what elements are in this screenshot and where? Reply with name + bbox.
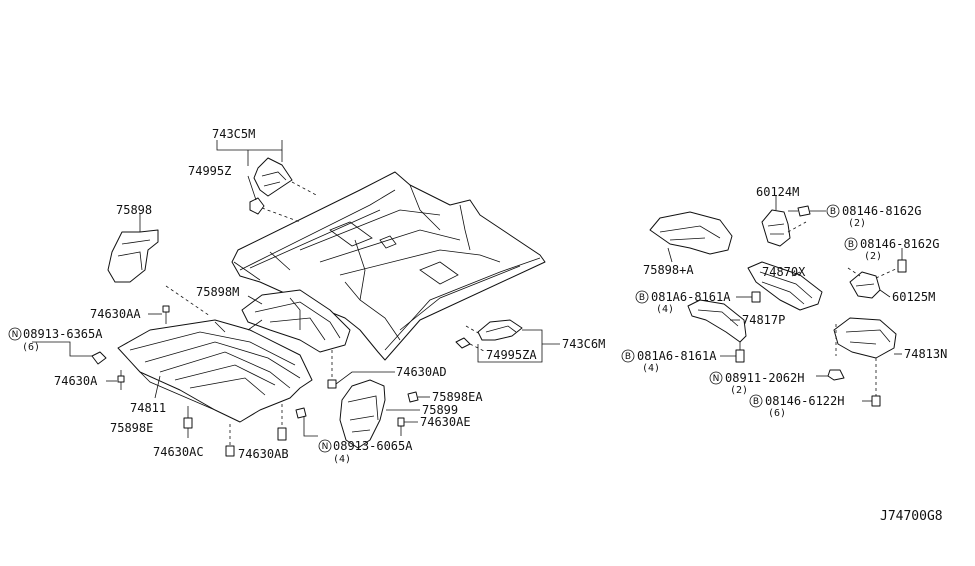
qty-081A6-8161A-1: (4) xyxy=(656,304,674,315)
part-75898A-drawing xyxy=(649,211,733,255)
label-74995ZA: 74995ZA xyxy=(486,348,537,362)
label-75898A: 75898+A xyxy=(643,263,694,277)
svg-text:N: N xyxy=(322,442,329,452)
part-75899-drawing xyxy=(339,379,386,449)
label-74870X: 74870X xyxy=(762,265,806,279)
fastener-081A6-8161A-lower xyxy=(720,342,745,363)
label-60125M: 60125M xyxy=(892,290,935,304)
label-75898EA: 75898EA xyxy=(432,390,483,404)
label-74630A: 74630A xyxy=(54,374,98,388)
part-74811-drawing xyxy=(117,319,313,423)
symbol-B-08146-8162G-1: B xyxy=(826,204,840,218)
label-74811: 74811 xyxy=(130,401,166,415)
qty-081A6-8161A-2: (4) xyxy=(642,363,660,374)
part-74813N-drawing xyxy=(833,317,897,396)
symbol-N-08913-6065A: N xyxy=(318,439,332,453)
label-74813N: 74813N xyxy=(904,347,947,361)
part-60124M-drawing xyxy=(761,196,826,247)
fastener-081A6-8161A-upper xyxy=(736,291,761,303)
label-08146-8162G-1: 08146-8162G xyxy=(842,204,921,218)
label-75899: 75899 xyxy=(422,403,458,417)
part-75898-drawing xyxy=(107,229,159,283)
label-74630AB: 74630AB xyxy=(238,447,289,461)
fastener-08911-2062H xyxy=(816,369,845,381)
label-08913-6065A: 08913-6065A xyxy=(333,439,413,453)
part-74817P-drawing xyxy=(687,299,747,343)
label-743C5M: 743C5M xyxy=(212,127,255,141)
svg-text:B: B xyxy=(753,397,759,407)
label-08146-6122H: 08146-6122H xyxy=(765,394,844,408)
label-75898M: 75898M xyxy=(196,285,239,299)
fastener-75898E xyxy=(183,406,193,438)
symbol-B-08146-6122H: B xyxy=(749,394,763,408)
fastener-08913-6065A xyxy=(295,407,318,437)
fastener-08913-6365A xyxy=(32,341,107,365)
part-743C6M-drawing xyxy=(455,319,523,353)
leader-743C5M xyxy=(216,140,283,201)
part-60125M-drawing xyxy=(847,248,907,299)
qty-08146-6122H: (6) xyxy=(768,408,786,419)
qty-08146-8162G-1: (2) xyxy=(848,218,866,229)
label-74817P: 74817P xyxy=(742,313,785,327)
label-75898E: 75898E xyxy=(110,421,153,435)
fastener-74630AE xyxy=(397,417,418,436)
fastener-75898EA xyxy=(407,391,430,403)
symbol-B-08146-8162G-2: B xyxy=(844,237,858,251)
fastener-74630AD xyxy=(327,350,395,389)
part-75898M-drawing xyxy=(241,289,351,353)
svg-text:B: B xyxy=(830,207,836,217)
fastener-08146-6122H xyxy=(862,395,881,407)
symbol-B-081A6-8161A-2: B xyxy=(621,349,635,363)
fastener-74630A xyxy=(106,370,125,390)
qty-08913-6065A: (4) xyxy=(333,454,351,465)
symbol-B-081A6-8161A-1: B xyxy=(635,290,649,304)
label-74630AE: 74630AE xyxy=(420,415,471,429)
label-75898: 75898 xyxy=(116,203,152,217)
svg-text:B: B xyxy=(848,240,854,250)
label-74630AC: 74630AC xyxy=(153,445,204,459)
svg-text:B: B xyxy=(625,352,631,362)
part-743C5M-drawing xyxy=(249,157,319,223)
svg-text:N: N xyxy=(713,374,720,384)
leader-74870X xyxy=(791,271,801,277)
label-74630AD: 74630AD xyxy=(396,365,447,379)
qty-08146-8162G-2: (2) xyxy=(864,251,882,262)
leader-75898A xyxy=(667,247,673,263)
diagram-ref-code: J74700G8 xyxy=(880,509,943,524)
svg-text:N: N xyxy=(12,330,19,340)
svg-text:B: B xyxy=(639,293,645,303)
label-08913-6365A: 08913-6365A xyxy=(23,327,103,341)
label-081A6-8161A-1: 081A6-8161A xyxy=(651,290,731,304)
part-74870X-drawing xyxy=(747,261,823,311)
qty-08911-2062H: (2) xyxy=(730,385,748,396)
fastener-74630AA xyxy=(162,285,211,324)
leader-74811 xyxy=(154,375,161,399)
label-74630AA: 74630AA xyxy=(90,307,141,321)
leader-75898M xyxy=(247,295,263,305)
floor-panel-drawing xyxy=(231,171,546,361)
label-08146-8162G-2: 08146-8162G xyxy=(860,237,939,251)
symbol-N-08911-2062H: N xyxy=(709,371,723,385)
fastener-74630AB xyxy=(277,404,287,441)
label-743C6M: 743C6M xyxy=(562,337,605,351)
leader-743C6M xyxy=(477,329,560,363)
qty-08913-6365A: (6) xyxy=(22,342,40,353)
label-74995Z: 74995Z xyxy=(188,164,231,178)
label-60124M: 60124M xyxy=(756,185,799,199)
symbol-N-08913-6365A: N xyxy=(8,327,22,341)
label-08911-2062H: 08911-2062H xyxy=(725,371,804,385)
fastener-74630AC xyxy=(225,424,235,457)
label-081A6-8161A-2: 081A6-8161A xyxy=(637,349,717,363)
